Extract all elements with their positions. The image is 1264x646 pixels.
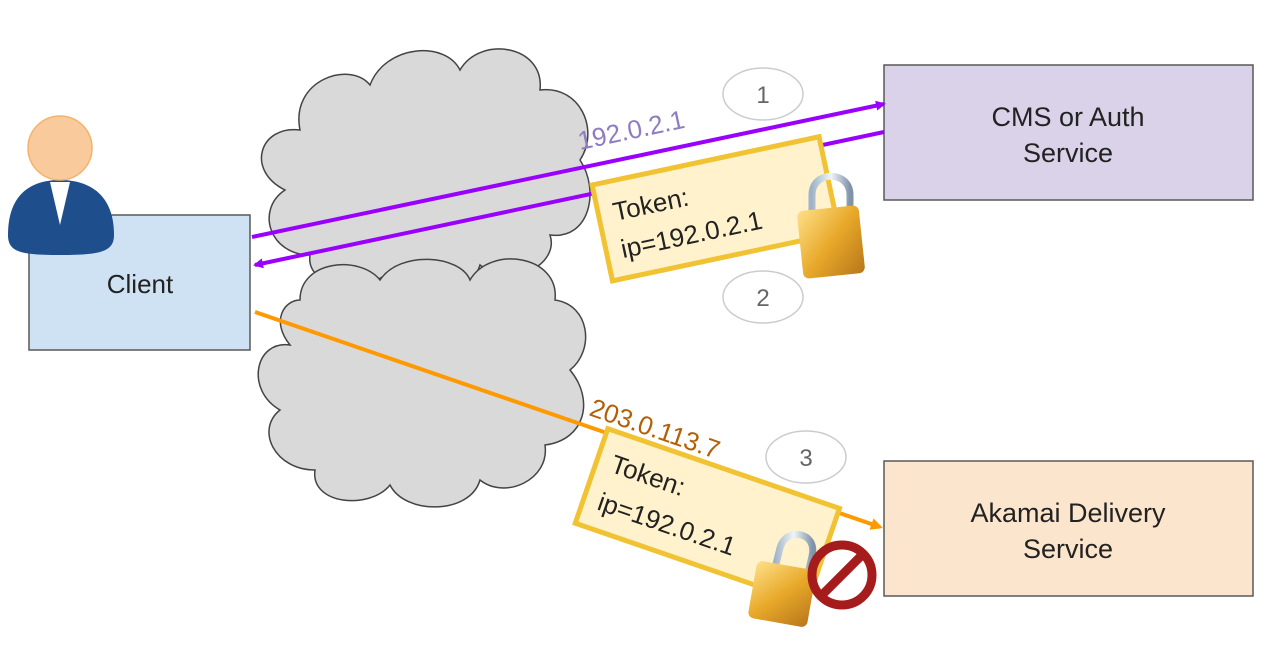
akamai-label-line2: Service [1023,534,1113,564]
svg-text:2: 2 [756,285,769,312]
internet-cloud [257,48,591,508]
cms-auth-service-node: CMS or Auth Service [883,64,1254,201]
svg-text:1: 1 [756,82,769,109]
prohibited-icon [807,540,877,610]
step-3-badge: 3 [765,430,847,484]
lock-icon-rejected [748,530,817,627]
client-label: Client [107,269,174,299]
cloud-lower [257,258,587,508]
akamai-label-line1: Akamai Delivery [970,498,1166,528]
person-icon [8,115,114,255]
lock-icon [797,172,865,279]
cloud-upper [260,48,591,293]
akamai-delivery-service-node: Akamai Delivery Service [883,460,1254,597]
token-card-valid: Token: ip=192.0.2.1 [589,133,843,284]
step-1-badge: 1 [722,67,804,121]
token-card-rejected: Token: ip=192.0.2.1 [572,425,843,607]
cms-label-line1: CMS or Auth [991,102,1144,132]
step-2-badge: 2 [722,270,804,324]
cms-label-line2: Service [1023,138,1113,168]
svg-text:3: 3 [799,445,812,472]
flow-1-arrow [251,100,886,239]
